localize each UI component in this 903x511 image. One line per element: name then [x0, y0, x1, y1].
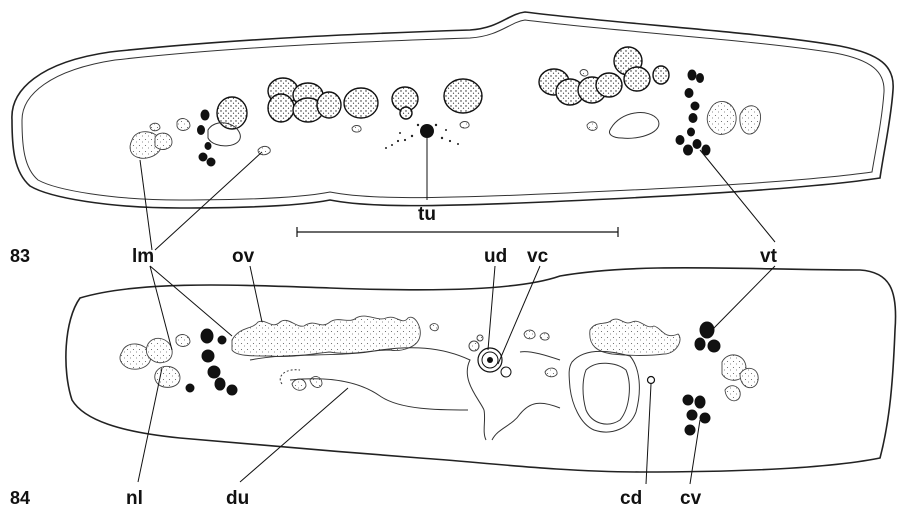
duct-84: [250, 348, 486, 440]
cirrus-duct: [648, 377, 655, 384]
scale-bar: [297, 227, 618, 237]
figure-number-83: 83: [10, 246, 30, 266]
label-vt: vt: [760, 246, 778, 267]
label-cv: cv: [680, 488, 702, 509]
figure-number-84: 84: [10, 488, 30, 508]
vitellaria-83-right: [676, 70, 710, 155]
leader-lines-84: [138, 266, 775, 484]
figure-84: 84 nl du cd cv: [10, 266, 896, 509]
figure-83: tu: [12, 12, 893, 250]
ovary-84-right: [590, 319, 680, 355]
vitellaria-83-left: [198, 110, 216, 166]
body-outline-84: [66, 268, 896, 472]
eggs-83: [217, 47, 669, 129]
label-ud: ud: [484, 246, 507, 267]
vitellaria-84-left: [186, 329, 237, 395]
label-tu: tu: [418, 204, 436, 225]
label-ov: ov: [232, 246, 255, 267]
label-du: du: [226, 488, 249, 509]
uterine-duct-84: [469, 335, 511, 377]
label-nl: nl: [126, 488, 143, 509]
leader-lines-83: [140, 138, 775, 250]
label-cd: cd: [620, 488, 642, 509]
tubule-83: [385, 124, 459, 149]
label-lm: lm: [132, 246, 154, 267]
label-vc: vc: [527, 246, 549, 267]
vitellaria-84-right: [683, 322, 720, 435]
ovary-84: [232, 316, 420, 357]
sac-83-right: [610, 113, 659, 139]
